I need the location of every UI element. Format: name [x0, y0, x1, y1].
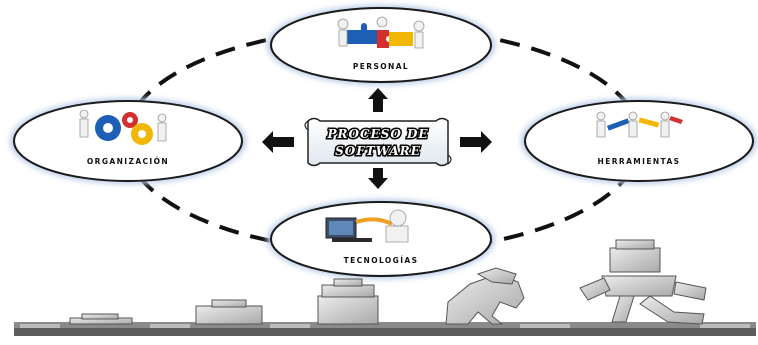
node-organizacion: ORGANIZACIÓN	[10, 98, 246, 184]
center-label-line2: SOFTWARE	[335, 144, 421, 158]
robot-evolution-ground	[14, 322, 756, 336]
center-label-line1: PROCESO DE	[327, 127, 429, 141]
robot-stage-2	[195, 299, 263, 325]
robot-stage-4	[445, 267, 525, 325]
node-label-personal: PERSONAL	[353, 62, 409, 71]
arrow-left	[262, 131, 294, 153]
robot-stage-1	[69, 313, 133, 325]
node-personal: PERSONAL	[267, 5, 495, 85]
robot-stage-5	[579, 239, 707, 325]
puzzle-people-icon	[337, 16, 425, 49]
arrow-down	[368, 168, 388, 189]
node-herramientas: HERRAMIENTAS	[521, 98, 757, 184]
node-label-herramientas: HERRAMIENTAS	[598, 157, 681, 166]
arrow-up	[368, 88, 388, 112]
center-process-banner: PROCESO DE SOFTWARE	[304, 117, 452, 167]
gears-people-icon	[79, 109, 167, 145]
tools-people-icon	[596, 111, 683, 138]
computer-person-icon	[325, 209, 409, 243]
node-label-organizacion: ORGANIZACIÓN	[87, 157, 169, 166]
node-label-tecnologias: TECNOLOGÍAS	[344, 256, 419, 265]
node-tecnologias: TECNOLOGÍAS	[267, 199, 495, 279]
robot-stage-3	[317, 278, 379, 325]
arrow-right	[460, 131, 492, 153]
